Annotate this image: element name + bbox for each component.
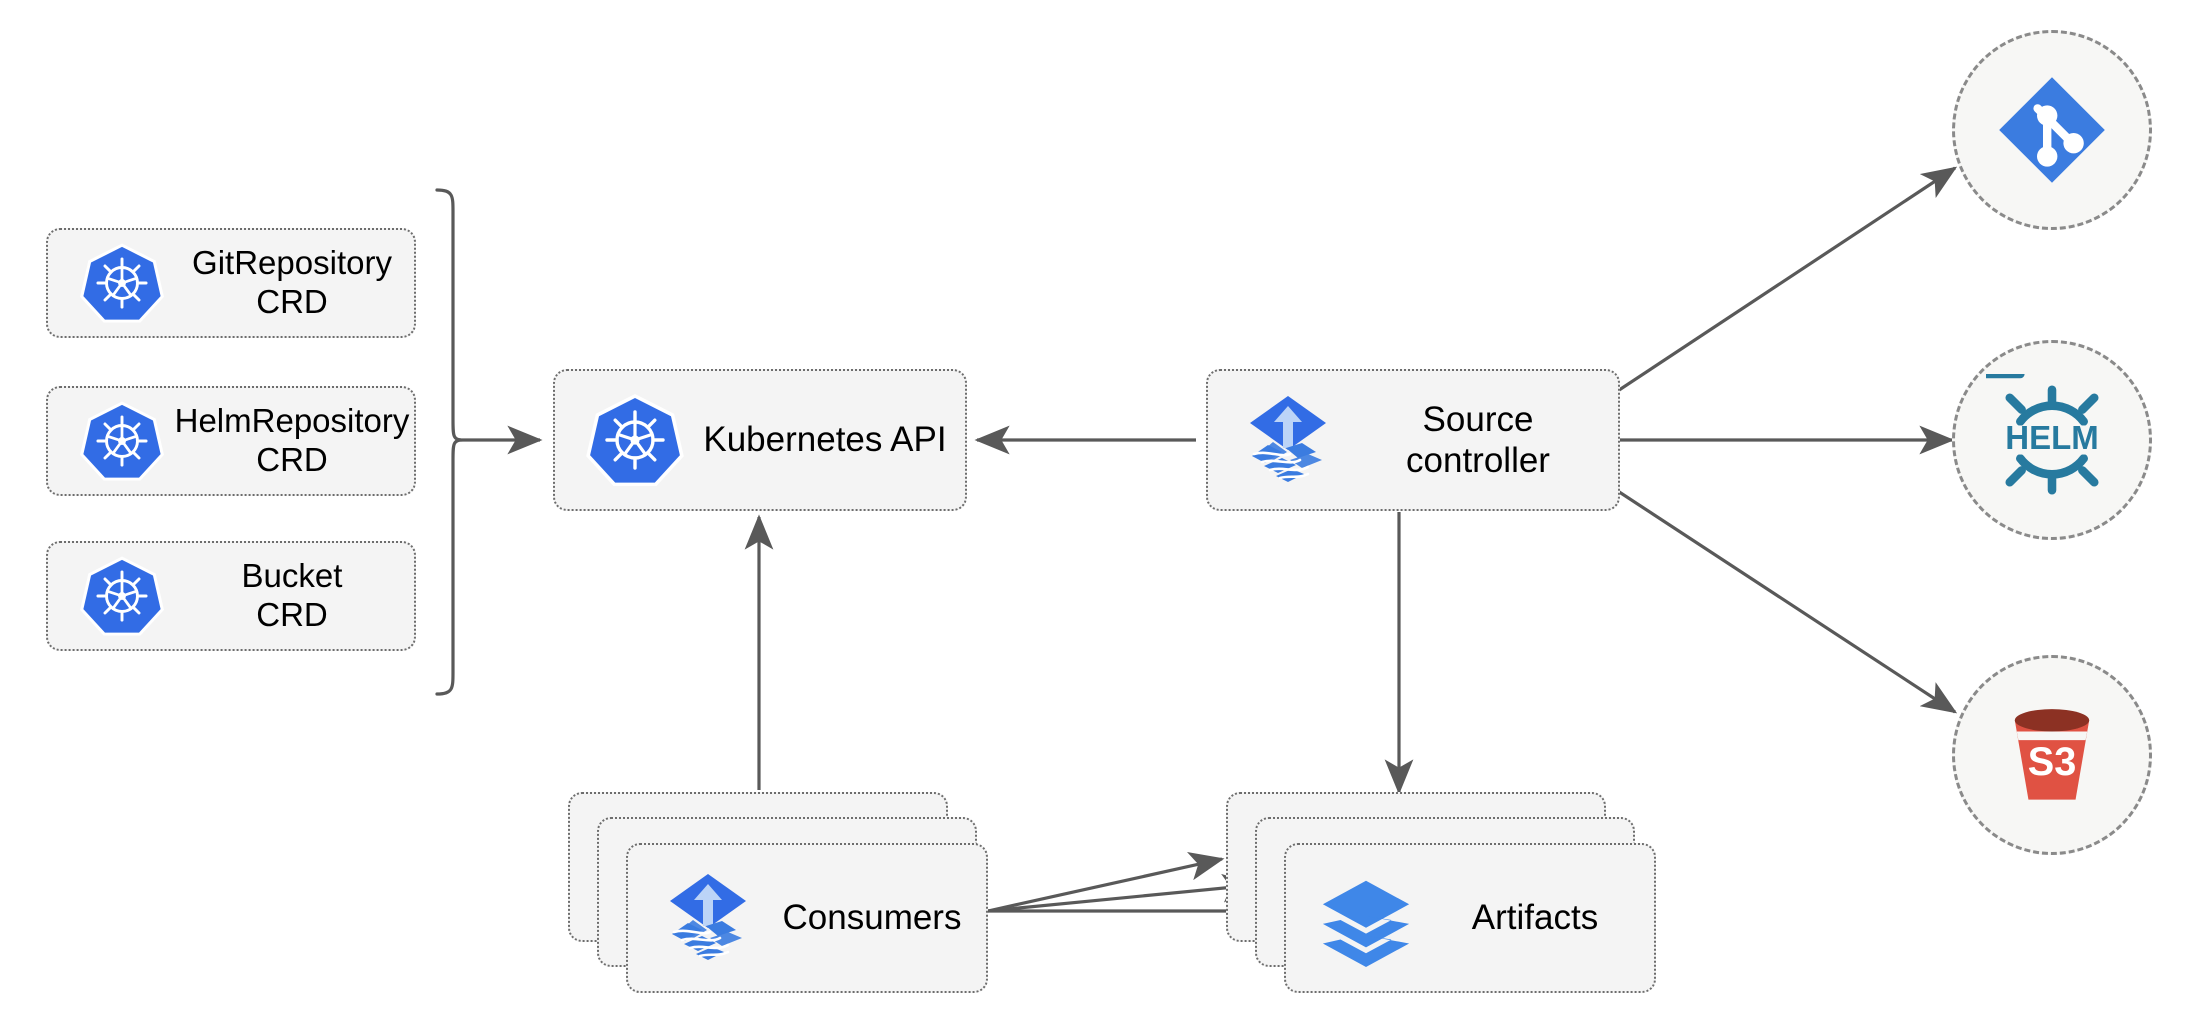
- crd-box-bucket-inner: Bucket CRD: [48, 543, 414, 649]
- git-icon: [1992, 70, 2112, 190]
- helm-icon: HELM: [1986, 374, 2118, 506]
- flux-icon: [658, 868, 758, 968]
- external-source-s3[interactable]: S3: [1952, 655, 2152, 855]
- source-controller-label: Source controller: [1406, 399, 1550, 480]
- flux-icon: [1238, 390, 1338, 490]
- crd-box-helmrepository-inner: HelmRepository CRD: [48, 388, 414, 494]
- layers-icon: [1316, 868, 1416, 968]
- crd-label-helmrepository: HelmRepository CRD: [174, 402, 410, 478]
- consumers-node[interactable]: Consumers: [626, 843, 988, 993]
- crd-label-bucket: Bucket CRD: [241, 557, 343, 633]
- arrow-source-to-s3: [1603, 480, 1958, 714]
- kubernetes-icon: [585, 390, 685, 490]
- arrow-source-to-git: [1603, 166, 1958, 402]
- artifacts-node[interactable]: Artifacts: [1284, 843, 1656, 993]
- s3-icon: S3: [1990, 693, 2114, 817]
- kubernetes-icon: [74, 393, 170, 489]
- s3-label: S3: [2028, 740, 2077, 784]
- kubernetes-api-node[interactable]: Kubernetes API: [553, 369, 967, 511]
- external-source-git[interactable]: [1952, 30, 2152, 230]
- kubernetes-icon: [74, 235, 170, 331]
- kubernetes-icon: [74, 548, 170, 644]
- crd-box-gitrepository[interactable]: GitRepository CRD: [46, 228, 416, 338]
- source-controller-node[interactable]: Source controller: [1206, 369, 1620, 511]
- arrow-consumers-to-artifact-2: [987, 873, 1258, 913]
- consumers-inner: Consumers: [628, 845, 986, 991]
- crd-box-bucket[interactable]: Bucket CRD: [46, 541, 416, 651]
- crd-box-helmrepository[interactable]: HelmRepository CRD: [46, 386, 416, 496]
- helm-label: HELM: [2005, 419, 2099, 456]
- artifacts-label: Artifacts: [1471, 898, 1599, 938]
- arrow-consumers-to-artifact-1: [987, 852, 1225, 913]
- source-controller-inner: Source controller: [1208, 371, 1618, 509]
- consumers-label: Consumers: [782, 898, 962, 938]
- kubernetes-api-label: Kubernetes API: [703, 420, 947, 460]
- crd-group-brace: [435, 188, 464, 696]
- crd-label-gitrepository: GitRepository CRD: [192, 244, 392, 320]
- artifacts-inner: Artifacts: [1286, 845, 1654, 991]
- crd-box-gitrepository-inner: GitRepository CRD: [48, 230, 414, 336]
- external-source-helm[interactable]: HELM: [1952, 340, 2152, 540]
- kubernetes-api-inner: Kubernetes API: [555, 371, 965, 509]
